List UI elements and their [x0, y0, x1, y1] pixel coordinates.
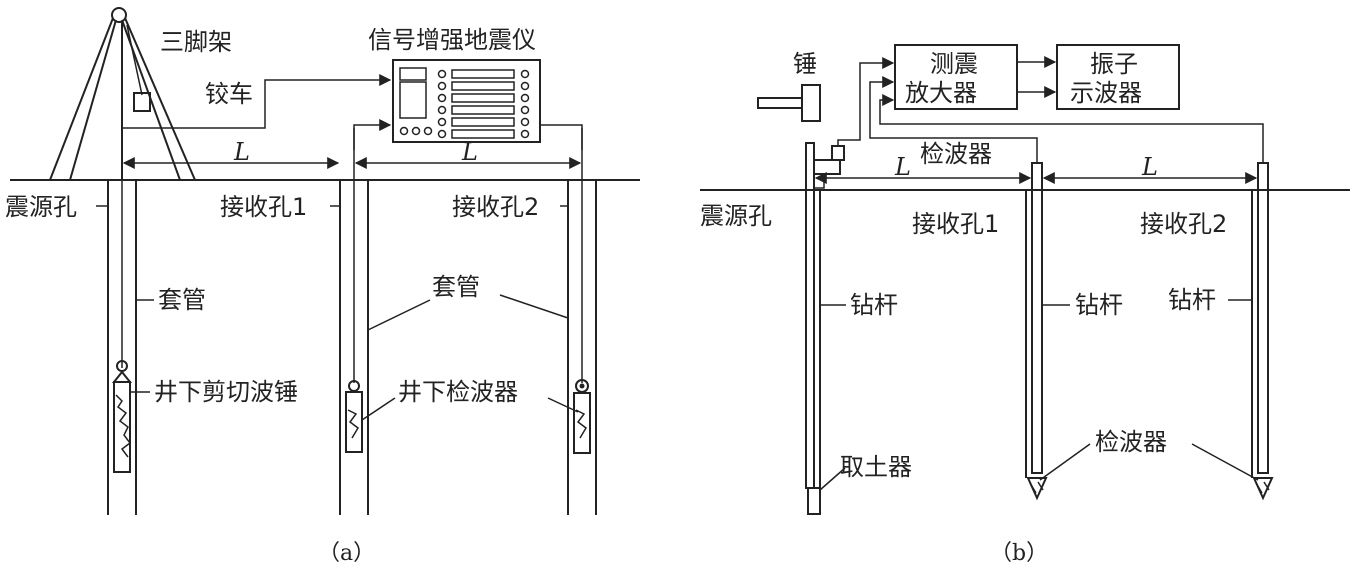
distance-label-1: L [233, 138, 250, 166]
source-hole-b [805, 142, 845, 515]
receiver-hole-1-label: 接收孔1 [912, 210, 999, 238]
casing-label-1: 套管 [158, 286, 206, 314]
source-hole-a [107, 180, 137, 515]
drill-rod-label-1: 钻杆 [850, 291, 898, 319]
receiver-hole-1-label: 接收孔1 [220, 193, 307, 221]
amplifier-label-line1: 测震 [930, 50, 978, 78]
source-hole-label: 震源孔 [5, 193, 77, 221]
receiver-hole-2-label: 接收孔2 [452, 193, 539, 221]
panel-a: 三脚架 铰车 信号增强地震仪 L L 震源孔 接收孔1 接收孔2 套管 套管 井… [5, 7, 640, 566]
receiver-hole-2-label: 接收孔2 [1140, 210, 1227, 238]
oscilloscope-box [1056, 44, 1180, 110]
geophone-cable-1 [869, 76, 1038, 163]
trigger-cable [837, 57, 895, 146]
drill-rod-label-2: 钻杆 [1075, 291, 1123, 319]
oscilloscope-label-line2: 示波器 [1070, 79, 1142, 107]
caption-b: （b） [990, 541, 1048, 566]
amplifier-label-line2: 放大器 [905, 79, 977, 107]
amplifier-box [894, 44, 1018, 110]
panel-b: 锤 测震 放大器 振子 示波器 检波器 L L 震源孔 接收孔1 接收孔2 钻杆… [700, 44, 1350, 566]
distance-label-1: L [894, 153, 911, 181]
distance-label-2: L [461, 138, 478, 166]
geophone-icon [1252, 477, 1274, 501]
hammer-label: 锤 [793, 50, 817, 78]
shear-hammer-label: 井下剪切波锤 [154, 378, 298, 406]
tripod [49, 7, 196, 181]
receiver-hole-2-b [1251, 162, 1274, 501]
receiver-hole-1-b [1025, 162, 1048, 501]
source-hole-label: 震源孔 [700, 202, 772, 230]
shear-hammer-icon [113, 381, 131, 473]
geophone-cable-2 [540, 124, 583, 150]
trigger-cable [122, 74, 392, 129]
downhole-geophone-label: 井下检波器 [398, 378, 518, 406]
geophone-cable-1 [353, 119, 392, 150]
sampler-icon [807, 487, 821, 515]
winch-label: 铰车 [205, 80, 253, 108]
winch-icon [133, 92, 151, 112]
receiver-hole-1-a [339, 128, 369, 515]
drill-rod-label-3: 钻杆 [1168, 286, 1216, 314]
hammer-icon [757, 97, 803, 109]
distance-label-2: L [1141, 153, 1158, 181]
seismograph-label: 信号增强地震仪 [368, 26, 536, 54]
caption-a: （a） [318, 541, 375, 566]
oscilloscope-label-line1: 振子 [1090, 50, 1138, 78]
receiver-hole-2-a [567, 128, 597, 515]
geophone-icon [1026, 477, 1048, 501]
geophone-cable-2 [879, 94, 1264, 163]
sampler-label: 取土器 [840, 453, 912, 481]
geophone-bottom-label: 检波器 [1095, 428, 1167, 456]
geophone-top-label: 检波器 [920, 140, 992, 168]
tripod-label: 三脚架 [160, 28, 232, 56]
seismograph [392, 59, 541, 143]
casing-label-2: 套管 [432, 273, 480, 301]
